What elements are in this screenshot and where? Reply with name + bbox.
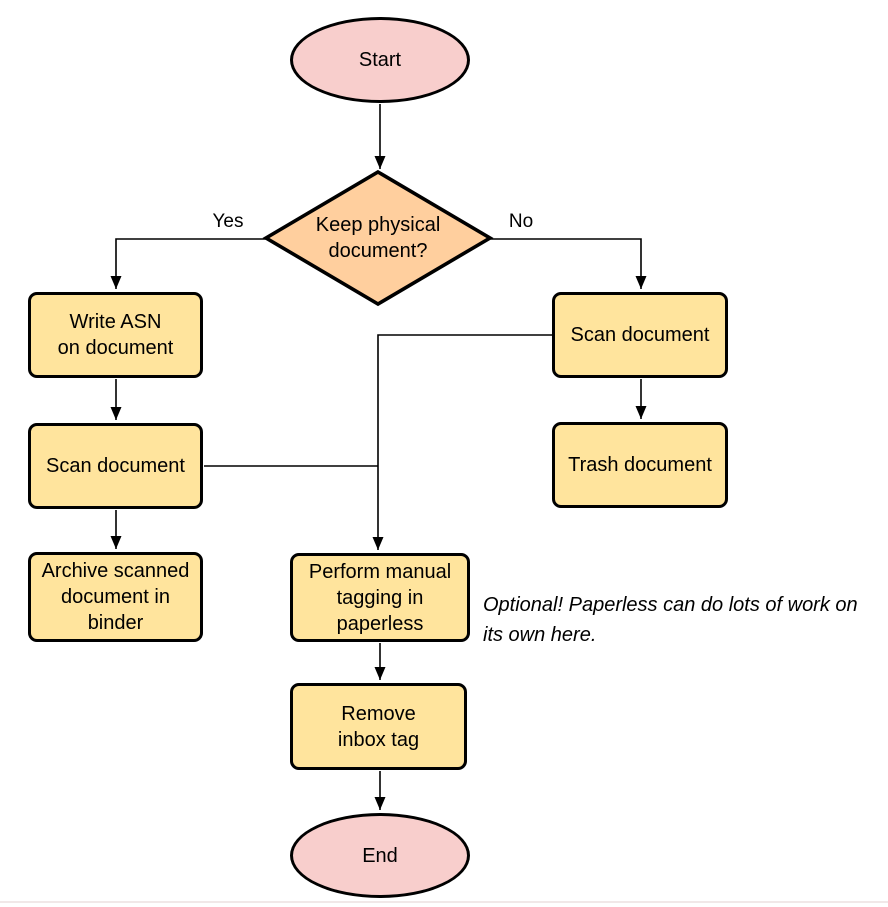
process-archive-binder-label: Archive scanned document in binder bbox=[41, 560, 190, 634]
process-scan-document-right-label: Scan document bbox=[570, 324, 710, 346]
process-write-asn-label: Write ASN on document bbox=[57, 311, 174, 359]
optional-note: Optional! Paperless can do lots of work … bbox=[483, 594, 858, 646]
terminal-start: Start bbox=[290, 17, 470, 103]
terminal-end-label: End bbox=[362, 844, 398, 867]
process-remove-inbox-tag-label: Remove inbox tag bbox=[337, 702, 420, 751]
decision-diamond-shape bbox=[262, 169, 494, 307]
process-write-asn: Write ASN on document bbox=[28, 292, 203, 378]
process-scan-document-left-label: Scan document bbox=[46, 455, 185, 477]
decision-keep-physical-label: Keep physical document? bbox=[315, 214, 441, 262]
process-archive-binder: Archive scanned document in binder bbox=[28, 552, 203, 642]
bottom-divider bbox=[0, 901, 888, 903]
process-scan-document-left: Scan document bbox=[28, 423, 203, 509]
edge-label-yes: Yes bbox=[212, 211, 244, 232]
edge-decision-no-to-scan-right bbox=[490, 238, 647, 289]
process-trash-document-label: Trash document bbox=[568, 454, 712, 476]
process-manual-tagging-label: Perform manual tagging in paperless bbox=[308, 560, 452, 635]
process-trash-document: Trash document bbox=[552, 422, 728, 508]
process-remove-inbox-tag: Remove inbox tag bbox=[290, 683, 467, 770]
edge-scan-right-to-tagging bbox=[372, 334, 552, 550]
process-manual-tagging: Perform manual tagging in paperless bbox=[290, 553, 470, 642]
edge-decision-yes-to-write-asn bbox=[110, 238, 266, 289]
terminal-start-label: Start bbox=[358, 49, 402, 71]
terminal-end: End bbox=[290, 813, 470, 898]
process-scan-document-right: Scan document bbox=[552, 292, 728, 378]
edge-label-no: No bbox=[508, 211, 534, 232]
